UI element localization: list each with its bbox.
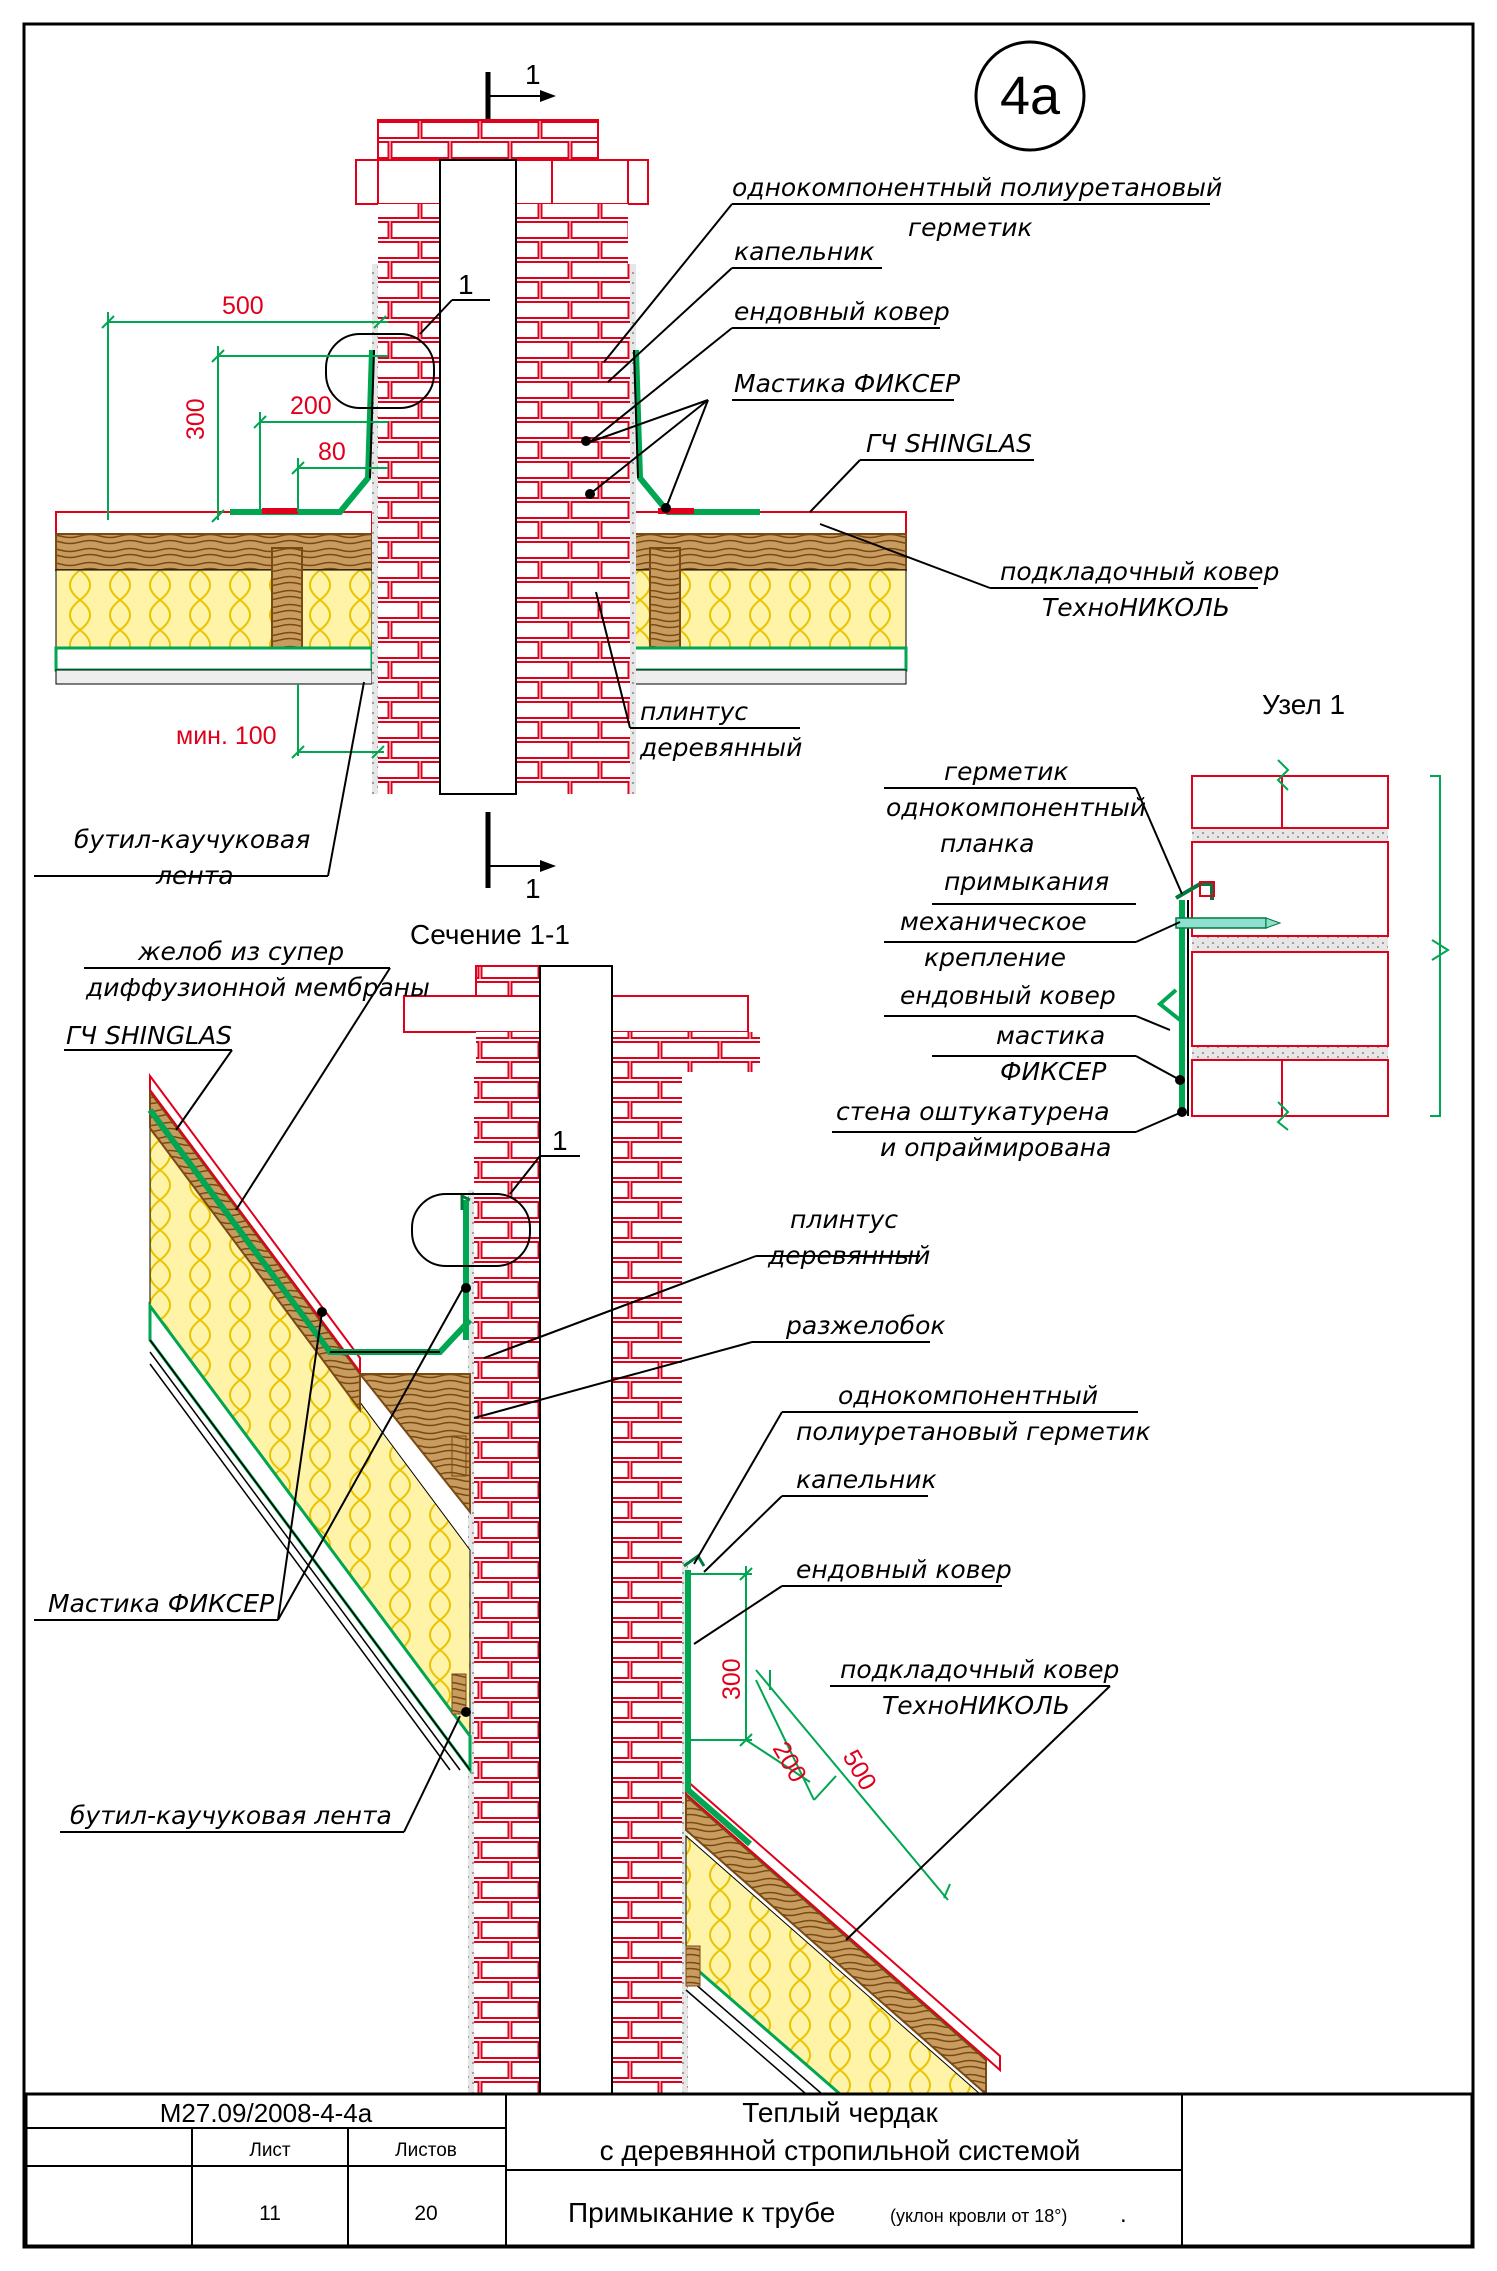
- plan-label-plinth-2: деревянный: [639, 733, 802, 762]
- plan-label-plinth-1: плинтус: [640, 697, 748, 726]
- section-label-gutter-1: желоб из супер: [137, 937, 344, 966]
- section-label-plinth-1: плинтус: [790, 1205, 898, 1234]
- node-label-10: стена оштукатурена: [836, 1097, 1110, 1126]
- plan-label-underlay-1: подкладочный ковер: [1000, 557, 1279, 586]
- title-block-code: М27.09/2008-4-4а: [160, 2098, 373, 2128]
- title-block-line3: Примыкание к трубе: [568, 2197, 835, 2228]
- svg-text:1: 1: [458, 269, 474, 300]
- plan-view: 1 1: [34, 59, 1279, 904]
- section-label-sealant-1: однокомпонентный: [838, 1381, 1098, 1410]
- left-slope: 1: [147, 1072, 580, 1775]
- roof-layers-right: [628, 511, 908, 685]
- dim-200-plan: 200: [290, 392, 332, 420]
- node-detail: Узел 1 г: [832, 689, 1450, 1162]
- svg-text:1: 1: [525, 59, 541, 90]
- plan-label-butyl-2: лента: [155, 861, 234, 890]
- section-label-shingles: ГЧ SHINGLAS: [66, 1021, 232, 1050]
- title-block-sheets-total: 20: [414, 2202, 437, 2225]
- section-label-cricket: разжелобок: [785, 1311, 945, 1340]
- section-label-mastic: Мастика ФИКСЕР: [48, 1589, 275, 1618]
- dim-min100-plan: мин. 100: [176, 722, 277, 750]
- right-slope: [683, 1553, 1001, 2097]
- title-block-dot: .: [1120, 2201, 1127, 2228]
- leaders-section: [34, 967, 1138, 1941]
- section-label-underlay-1: подкладочный ковер: [840, 1655, 1119, 1684]
- node-label-7: ендовный ковер: [900, 981, 1116, 1010]
- plan-label-sealant-2: герметик: [908, 213, 1033, 242]
- svg-text:1: 1: [525, 873, 541, 904]
- title-block-sheet-no: 11: [259, 2202, 281, 2225]
- leaders-plan: [34, 203, 1258, 877]
- section-marker-bottom: 1: [485, 812, 556, 904]
- title-block-sheets-label: Листов: [395, 2140, 457, 2161]
- section-label-underlay-2: ТехноНИКОЛЬ: [882, 1691, 1070, 1720]
- node-label-8: мастика: [996, 1021, 1105, 1050]
- plan-label-shingles: ГЧ SHINGLAS: [866, 429, 1032, 458]
- section-label-sealant-2: полиуретановый герметик: [796, 1417, 1151, 1446]
- chimney-plan: [355, 119, 649, 795]
- title-block-sheet-label: Лист: [249, 2140, 291, 2161]
- section-title: Сечение 1-1: [410, 919, 570, 950]
- node-label-3: планка: [940, 829, 1034, 858]
- plan-label-drip: капельник: [734, 237, 875, 266]
- section-label-drip: капельник: [796, 1465, 937, 1494]
- section-label-valley-carpet: ендовный ковер: [796, 1555, 1012, 1584]
- dim-300-section: 300: [718, 1658, 746, 1700]
- dim-500-section: 500: [837, 1745, 882, 1795]
- section-label-gutter-2: диффузионной мембраны: [85, 973, 430, 1002]
- node-label-4: примыкания: [944, 867, 1109, 896]
- section-label-butyl: бутил-каучуковая лента: [70, 1801, 392, 1830]
- node-label-5: механическое: [900, 907, 1087, 936]
- title-block-note: (уклон кровли от 18°): [890, 2206, 1067, 2226]
- node-detail-title: Узел 1: [1262, 689, 1345, 720]
- node-label-11: и опраймирована: [880, 1133, 1111, 1162]
- dimensions-plan: [101, 312, 388, 759]
- node-ref-plan: 1: [325, 269, 490, 409]
- plan-label-underlay-2: ТехноНИКОЛЬ: [1042, 593, 1230, 622]
- dim-500-plan: 500: [222, 292, 264, 320]
- dim-80-plan: 80: [318, 438, 346, 466]
- title-block-line2: с деревянной стропильной системой: [600, 2135, 1081, 2166]
- plan-label-sealant-1: однокомпонентный полиуретановый: [732, 173, 1222, 202]
- node-label-6: крепление: [924, 943, 1066, 972]
- node-label-9: ФИКСЕР: [1000, 1057, 1107, 1086]
- title-block: М27.09/2008-4-4а Лист Листов 11 20 Теплы…: [24, 2092, 1474, 2248]
- plan-label-valley-carpet: ендовный ковер: [734, 297, 950, 326]
- title-block-line1: Теплый чердак: [742, 2097, 938, 2128]
- svg-text:1: 1: [552, 1125, 568, 1156]
- section-label-plinth-2: деревянный: [767, 1241, 930, 1270]
- dim-300-plan: 300: [182, 398, 210, 440]
- svg-text:4а: 4а: [1000, 66, 1061, 126]
- section-view: Сечение 1-1: [34, 919, 1151, 2097]
- plan-label-mastic: Мастика ФИКСЕР: [734, 369, 961, 398]
- node-label-1: герметик: [944, 757, 1069, 786]
- plan-label-butyl-1: бутил-каучуковая: [74, 825, 310, 854]
- dimensions-section: [690, 1566, 951, 1901]
- node-label-2: однокомпонентный: [886, 793, 1146, 822]
- sheet-badge: 4а: [974, 40, 1086, 152]
- roof-layers-left: [54, 511, 374, 685]
